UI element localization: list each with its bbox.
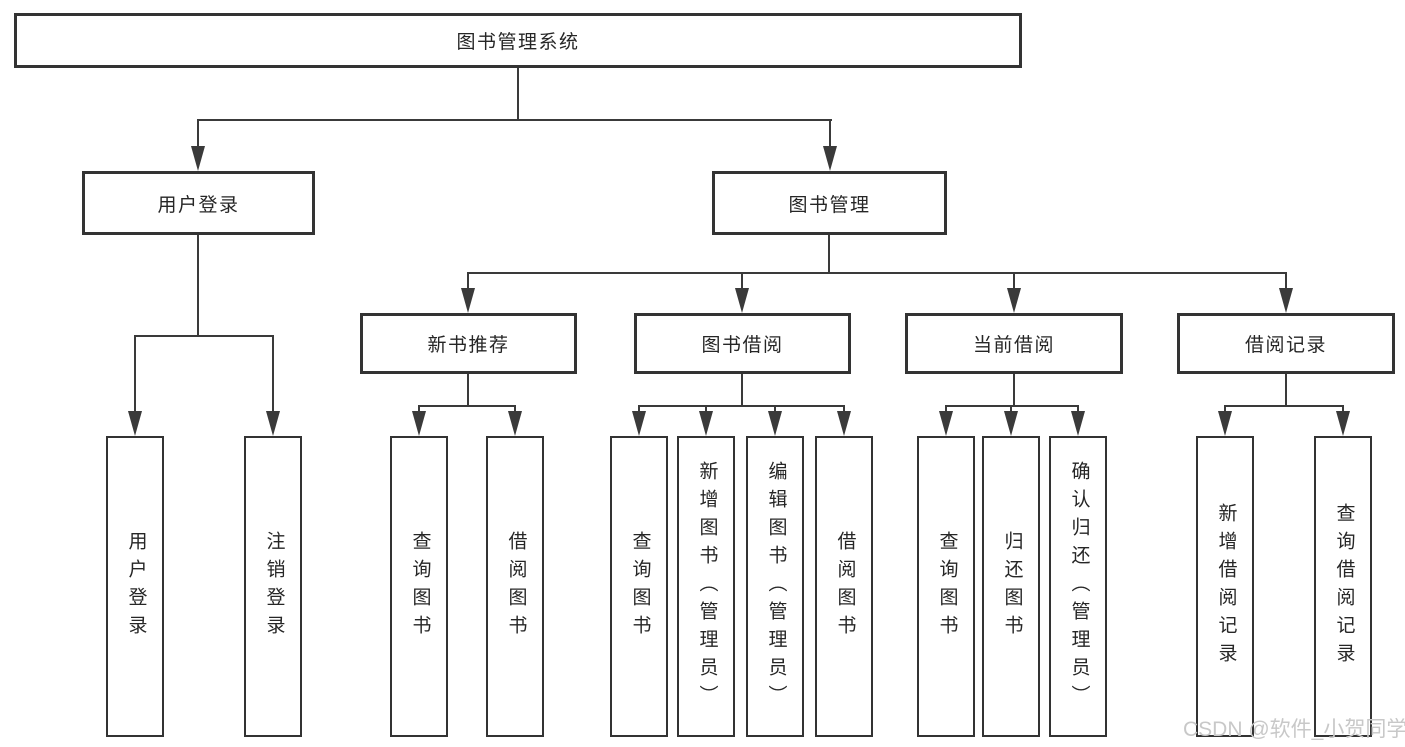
leaf-query-borrow-record-label: 查询借阅记录 bbox=[1333, 502, 1355, 671]
arrow-down-icon bbox=[1004, 411, 1018, 436]
arrow-down-icon bbox=[735, 288, 749, 313]
node-borrow-record-label: 借阅记录 bbox=[1244, 335, 1327, 356]
connector-line bbox=[828, 235, 830, 274]
connector-line bbox=[467, 272, 469, 292]
arrow-down-icon bbox=[837, 411, 851, 436]
node-book-management-label: 图书管理 bbox=[788, 194, 871, 216]
leaf-confirm-return-admin: 确认归还（管理员） bbox=[1049, 436, 1107, 737]
connector-line bbox=[639, 405, 845, 407]
connector-line bbox=[774, 405, 776, 415]
connector-line bbox=[418, 405, 420, 415]
connector-line bbox=[197, 235, 199, 337]
leaf-borrow-book-recommend-label: 借阅图书 bbox=[505, 530, 527, 643]
arrow-down-icon bbox=[823, 146, 837, 171]
connector-line bbox=[1285, 272, 1287, 292]
leaf-logout: 注销登录 bbox=[244, 436, 302, 737]
connector-line bbox=[419, 405, 516, 407]
node-user-login: 用户登录 bbox=[82, 171, 315, 235]
node-user-login-label: 用户登录 bbox=[157, 194, 240, 216]
leaf-return-book: 归还图书 bbox=[982, 436, 1040, 737]
node-root-label: 图书管理系统 bbox=[456, 32, 580, 53]
leaf-query-book-borrow: 查询图书 bbox=[610, 436, 668, 737]
node-book-borrow: 图书借阅 bbox=[634, 313, 851, 374]
arrow-down-icon bbox=[1007, 288, 1021, 313]
leaf-add-book-admin-label: 新增图书（管理员） bbox=[696, 460, 718, 713]
connector-line bbox=[829, 119, 831, 151]
connector-line bbox=[197, 119, 199, 151]
leaf-query-book-current-label: 查询图书 bbox=[936, 530, 958, 643]
connector-line bbox=[1225, 405, 1344, 407]
arrow-down-icon bbox=[699, 411, 713, 436]
connector-line bbox=[134, 335, 136, 415]
connector-line bbox=[272, 335, 274, 415]
connector-line bbox=[1010, 405, 1012, 415]
node-new-book-recommend-label: 新书推荐 bbox=[427, 335, 510, 356]
node-borrow-record: 借阅记录 bbox=[1177, 313, 1395, 374]
connector-line bbox=[638, 405, 640, 415]
arrow-down-icon bbox=[461, 288, 475, 313]
node-book-management: 图书管理 bbox=[712, 171, 947, 235]
connector-line bbox=[843, 405, 845, 415]
arrow-down-icon bbox=[1071, 411, 1085, 436]
connector-line bbox=[945, 405, 947, 415]
connector-line bbox=[1342, 405, 1344, 415]
node-current-borrow: 当前借阅 bbox=[905, 313, 1123, 374]
arrow-down-icon bbox=[1279, 288, 1293, 313]
leaf-edit-book-admin-label: 编辑图书（管理员） bbox=[765, 460, 787, 713]
arrow-down-icon bbox=[939, 411, 953, 436]
connector-line bbox=[741, 374, 743, 407]
connector-line bbox=[197, 119, 832, 121]
connector-line bbox=[1285, 374, 1287, 407]
leaf-query-book-borrow-label: 查询图书 bbox=[629, 530, 651, 643]
leaf-query-book-recommend: 查询图书 bbox=[390, 436, 448, 737]
node-current-borrow-label: 当前借阅 bbox=[972, 335, 1055, 356]
arrow-down-icon bbox=[508, 411, 522, 436]
leaf-borrow-book-label: 借阅图书 bbox=[834, 530, 856, 643]
leaf-user-login: 用户登录 bbox=[106, 436, 164, 737]
leaf-user-login-label: 用户登录 bbox=[125, 530, 147, 643]
leaf-borrow-book: 借阅图书 bbox=[815, 436, 873, 737]
connector-line bbox=[1224, 405, 1226, 415]
connector-line bbox=[514, 405, 516, 415]
connector-line bbox=[741, 272, 743, 292]
leaf-query-borrow-record: 查询借阅记录 bbox=[1314, 436, 1372, 737]
arrow-down-icon bbox=[1218, 411, 1232, 436]
connector-line bbox=[705, 405, 707, 415]
arrow-down-icon bbox=[1336, 411, 1350, 436]
arrow-down-icon bbox=[412, 411, 426, 436]
node-new-book-recommend: 新书推荐 bbox=[360, 313, 577, 374]
leaf-query-book-recommend-label: 查询图书 bbox=[409, 530, 431, 643]
leaf-query-book-current: 查询图书 bbox=[917, 436, 975, 737]
connector-line bbox=[517, 68, 519, 121]
connector-line bbox=[134, 335, 274, 337]
arrow-down-icon bbox=[768, 411, 782, 436]
leaf-add-book-admin: 新增图书（管理员） bbox=[677, 436, 735, 737]
arrow-down-icon bbox=[128, 411, 142, 436]
leaf-logout-label: 注销登录 bbox=[263, 530, 285, 643]
arrow-down-icon bbox=[266, 411, 280, 436]
leaf-borrow-book-recommend: 借阅图书 bbox=[486, 436, 544, 737]
connector-line bbox=[1077, 405, 1079, 415]
connector-line bbox=[1013, 272, 1015, 292]
node-book-borrow-label: 图书借阅 bbox=[701, 335, 784, 356]
connector-line bbox=[467, 374, 469, 407]
connector-line bbox=[468, 272, 1287, 274]
connector-line bbox=[1013, 374, 1015, 407]
leaf-return-book-label: 归还图书 bbox=[1001, 530, 1023, 643]
leaf-add-borrow-record: 新增借阅记录 bbox=[1196, 436, 1254, 737]
arrow-down-icon bbox=[632, 411, 646, 436]
node-root: 图书管理系统 bbox=[14, 13, 1022, 68]
leaf-add-borrow-record-label: 新增借阅记录 bbox=[1215, 502, 1237, 671]
leaf-edit-book-admin: 编辑图书（管理员） bbox=[746, 436, 804, 737]
watermark: CSDN @软件_小贺同学 bbox=[1183, 718, 1405, 741]
connector-line bbox=[946, 405, 1079, 407]
arrow-down-icon bbox=[191, 146, 205, 171]
leaf-confirm-return-admin-label: 确认归还（管理员） bbox=[1068, 460, 1090, 713]
